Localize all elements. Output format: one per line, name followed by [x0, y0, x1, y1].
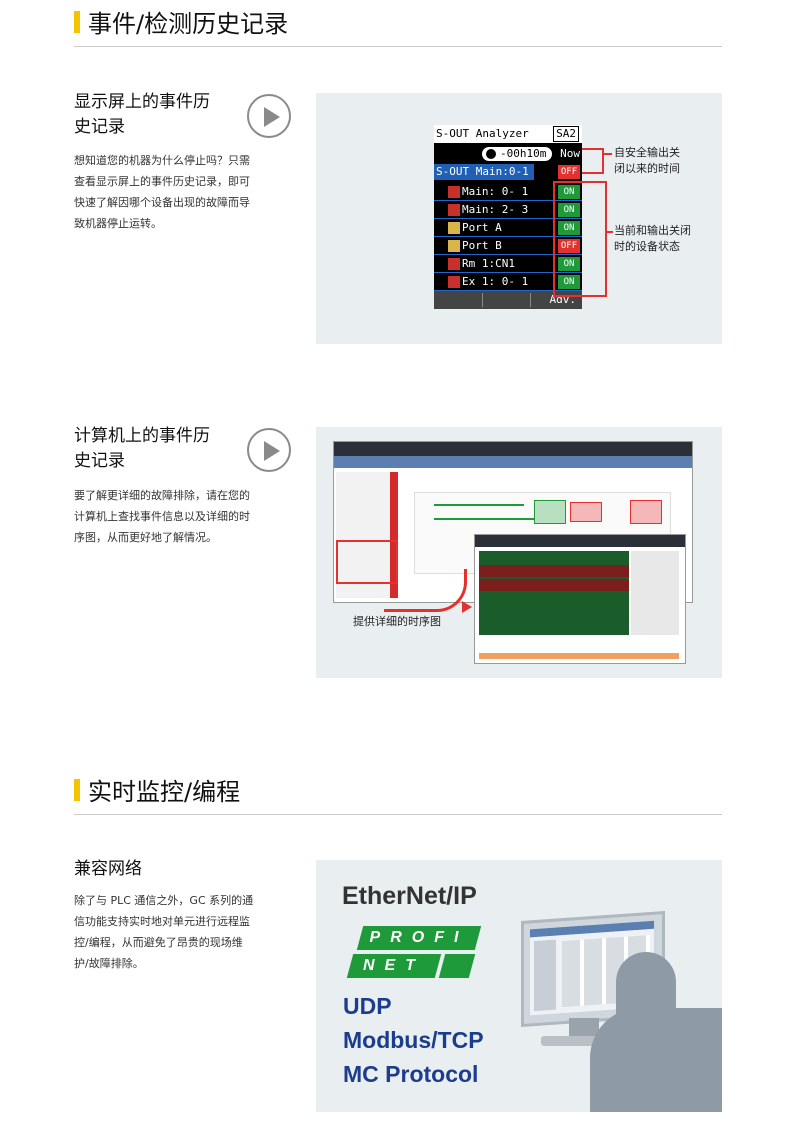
network-illustration: EtherNet/IP PROFI NET UDP Modbus/TCP MC … [316, 860, 722, 1112]
analyzer-illustration: S-OUT Analyzer SA2 -00h10m Now S-OUT Mai… [316, 93, 722, 344]
analyzer-badge: SA2 [553, 126, 579, 142]
analyzer-time-row: -00h10m Now [434, 145, 582, 163]
annotation-time: 自安全输出关闭以来的时间 [614, 146, 680, 175]
profinet-logo: PROFI [356, 926, 482, 950]
analyzer-screen: S-OUT Analyzer SA2 -00h10m Now S-OUT Mai… [434, 125, 582, 309]
timing-caption: 提供详细的时序图 [353, 615, 441, 628]
protocol-udp: UDP [343, 993, 392, 1019]
play-icon [264, 441, 280, 461]
timing-chart-window [474, 534, 686, 664]
annotation-state: 当前和输出关闭时的设备状态 [614, 224, 691, 253]
block-description-2: 要了解更详细的故障排除，请在您的计算机上查找事件信息以及详细的时序图，从而更好地… [74, 489, 250, 544]
section-title: 实时监控/编程 [88, 778, 241, 806]
section-header-history: 事件/检测历史记录 [74, 2, 722, 47]
device-state-badge: ON [558, 221, 580, 235]
ethernet-ip-logo: EtherNet/IP [342, 882, 477, 910]
section-title: 事件/检测历史记录 [88, 10, 289, 38]
device-icon [448, 258, 460, 270]
clock-icon [486, 149, 496, 159]
section-marker [74, 779, 80, 801]
protocol-mc: MC Protocol [343, 1061, 479, 1087]
device-icon [448, 240, 460, 252]
section-header-monitoring: 实时监控/编程 [74, 770, 722, 815]
device-icon [448, 276, 460, 288]
block-title-network: 兼容网络 [74, 859, 142, 879]
play-video-button[interactable] [247, 94, 291, 138]
block-description: 想知道您的机器为什么停止吗？只需查看显示屏上的事件历史记录，即可快速了解因哪个设… [74, 154, 250, 230]
device-state-badge: ON [558, 203, 580, 217]
device-icon [448, 204, 460, 216]
device-icon [448, 186, 460, 198]
block-title-display-history: 显示屏上的事件历 史记录 [74, 92, 210, 137]
block-description-3: 除了与 PLC 通信之外，GC 系列的通信功能支持实时地对单元进行远程监控/编程… [74, 894, 254, 970]
block-title-pc-history: 计算机上的事件历 史记录 [74, 426, 210, 471]
device-icon [448, 222, 460, 234]
device-state-badge: ON [558, 185, 580, 199]
device-state-badge: OFF [558, 239, 580, 253]
analyzer-header: S-OUT Analyzer SA2 [434, 125, 582, 144]
device-state-badge: ON [558, 275, 580, 289]
protocol-modbus: Modbus/TCP [343, 1027, 484, 1053]
play-icon [264, 107, 280, 127]
play-video-button-2[interactable] [247, 428, 291, 472]
section-marker [74, 11, 80, 33]
pc-software-illustration: 提供详细的时序图 [316, 427, 722, 678]
device-state-badge: ON [558, 257, 580, 271]
analyzer-main-row: S-OUT Main:0-1 OFF [434, 163, 582, 181]
